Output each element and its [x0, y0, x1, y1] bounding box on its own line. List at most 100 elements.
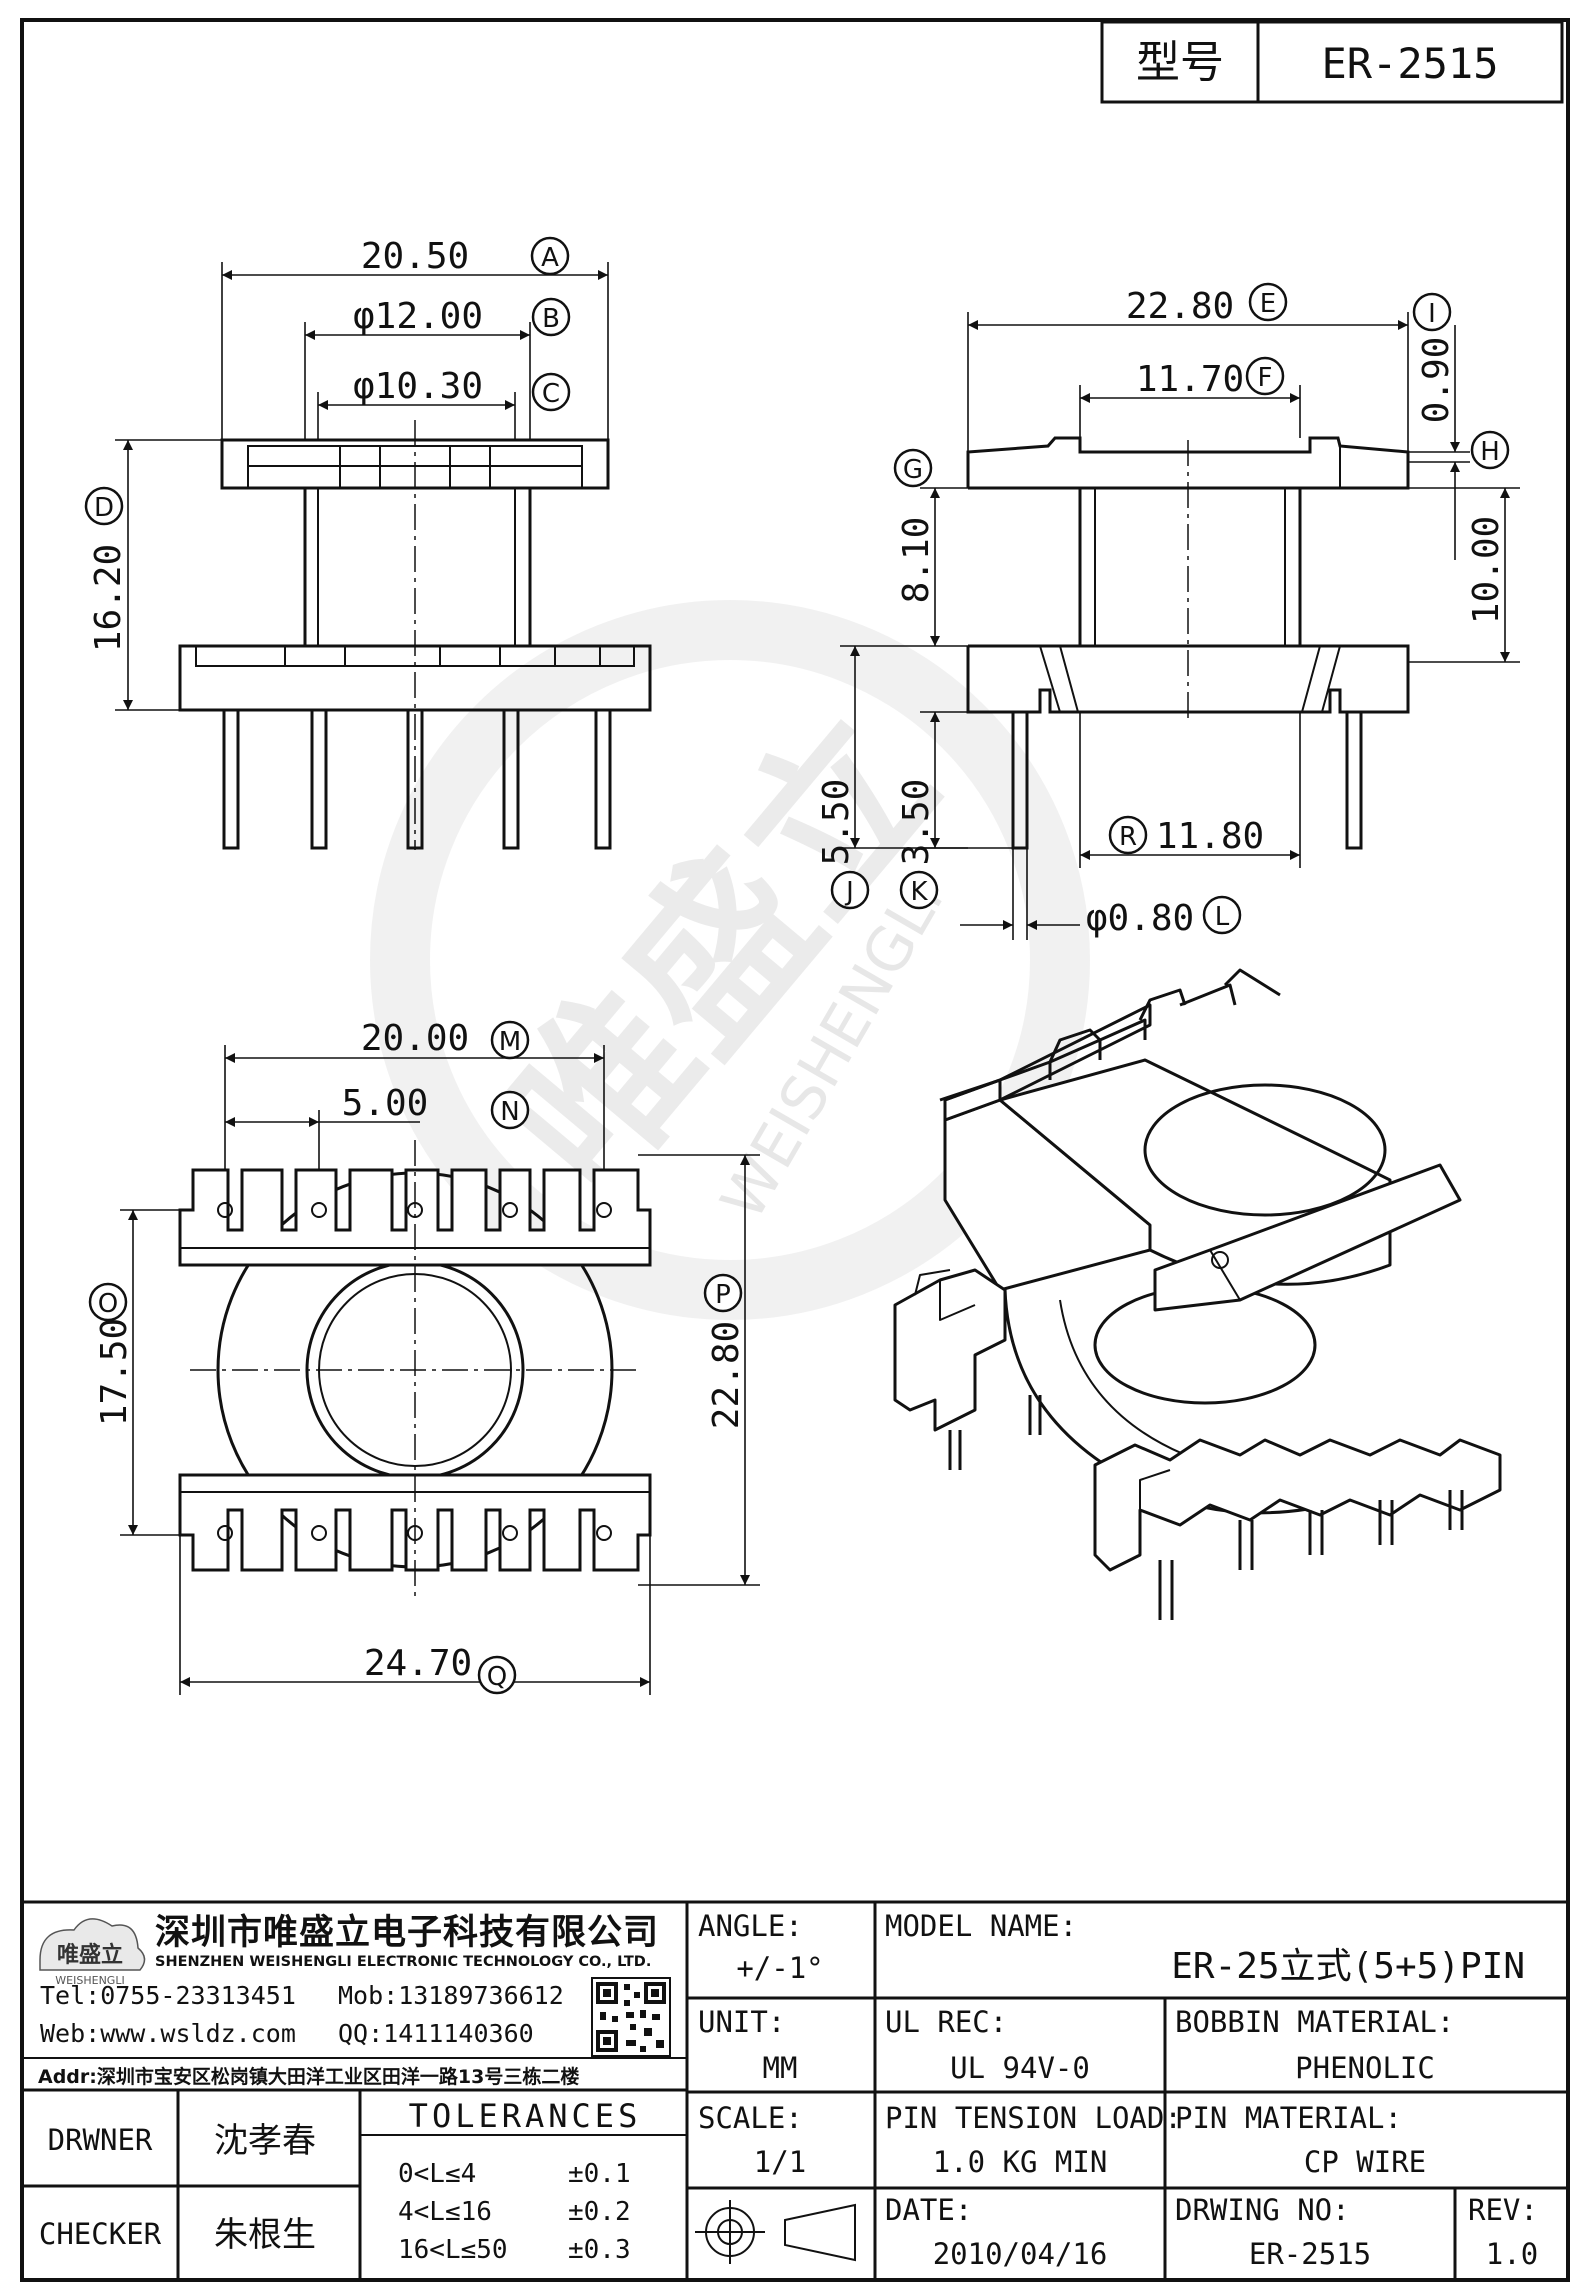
unit-label: UNIT: [698, 2005, 785, 2039]
unit-value: MM [763, 2051, 798, 2085]
bubble-h: H [1470, 430, 1510, 470]
bubble-m: M [490, 1020, 530, 1060]
svg-text:P: P [715, 1280, 731, 1310]
svg-text:A: A [541, 243, 559, 273]
dim-f-value: 11.70 [1136, 359, 1244, 400]
svg-text:R: R [1119, 822, 1137, 852]
date-value: 2010/04/16 [933, 2237, 1108, 2271]
checker-value: 朱根生 [214, 2215, 316, 2255]
model-name-value: ER-25立式(5+5)PIN [1171, 1946, 1525, 1987]
dim-n-value: 5.00 [342, 1083, 429, 1124]
tol3-value: ±0.3 [568, 2235, 631, 2265]
dim-c-value: φ10.30 [353, 366, 483, 407]
svg-text:G: G [903, 455, 923, 485]
dim-q-value: 24.70 [364, 1643, 472, 1684]
front-view: 20.50 φ12.00 φ10.30 16.20 [88, 236, 652, 850]
title-block: 唯盛立 WEISHENGLI 深圳市唯盛立电子科技有限公司 SHENZHEN W… [22, 1900, 1568, 2280]
model-header-value: ER-2515 [1321, 39, 1498, 88]
dim-p-value: 22.80 [706, 1321, 747, 1429]
drawer-label: DRWNER [48, 2123, 153, 2157]
svg-text:M: M [499, 1027, 521, 1057]
dim-g-value: 8.10 [896, 517, 937, 604]
top-view: 20.00 5.00 17.50 22.80 24.70 [94, 1018, 760, 1695]
date-label: DATE: [885, 2193, 972, 2227]
bobbin-material-value: PHENOLIC [1295, 2051, 1435, 2085]
company-name-en: SHENZHEN WEISHENGLI ELECTRONIC TECHNOLOG… [155, 1954, 651, 1970]
tol1-range: 0<L≤4 [398, 2159, 476, 2189]
dim-i-value: 0.90 [1416, 337, 1457, 424]
company-name-cn: 深圳市唯盛立电子科技有限公司 [155, 1913, 659, 1953]
bubble-d: D [84, 486, 124, 526]
dim-b-value: φ12.00 [353, 296, 483, 337]
angle-value: +/-1° [736, 1951, 823, 1985]
model-header-label: 型号 [1136, 37, 1224, 88]
bubble-r: R [1108, 815, 1148, 855]
drawing-no-label: DRWING NO: [1175, 2193, 1350, 2227]
scale-label: SCALE: [698, 2101, 803, 2135]
isometric-view [893, 968, 1502, 1620]
bubble-b: B [531, 297, 571, 337]
bubble-k: K [899, 870, 939, 910]
svg-text:K: K [910, 877, 928, 907]
svg-text:D: D [94, 493, 114, 523]
tolerances-title: TOLERANCES [409, 2097, 642, 2135]
third-angle-projection-icon [695, 2200, 856, 2264]
company-tel: Tel:0755-23313451 [40, 1981, 296, 2010]
ul-rec-label: UL REC: [885, 2005, 1007, 2039]
side-view: 22.80 11.70 8.10 0.90 10.00 5.50 3.50 [816, 286, 1520, 940]
company-qq: QQ:1411140360 [338, 2019, 534, 2048]
pin-material-value: CP WIRE [1304, 2145, 1426, 2179]
bubble-q: Q [477, 1655, 517, 1695]
svg-text:L: L [1215, 902, 1230, 932]
company-address: Addr:深圳市宝安区松岗镇大田洋工业区田洋一路13号三栋二楼 [38, 2065, 579, 2088]
svg-text:B: B [542, 304, 560, 334]
model-name-label: MODEL NAME: [885, 1909, 1077, 1943]
qr-code [591, 1977, 671, 2057]
ul-rec-value: UL 94V-0 [950, 2051, 1090, 2085]
tol2-value: ±0.2 [568, 2197, 631, 2227]
bubble-o: O [88, 1282, 128, 1322]
company-mob: Mob:13189736612 [338, 1981, 564, 2010]
logo-sub: WEISHENGLI [55, 1974, 124, 1987]
pin-tension-label: PIN TENSION LOAD: [885, 2101, 1182, 2135]
svg-text:O: O [98, 1289, 118, 1319]
bubble-n: N [490, 1090, 530, 1130]
dim-e-value: 22.80 [1126, 286, 1234, 327]
company-logo: 唯盛立 WEISHENGLI [39, 1918, 146, 1987]
bubble-g: G [893, 448, 933, 488]
dim-a-value: 20.50 [361, 236, 469, 277]
dim-h-value: 10.00 [1466, 516, 1507, 624]
bubble-f: F [1245, 356, 1285, 396]
dim-l-value: φ0.80 [1086, 898, 1194, 939]
logo-text: 唯盛立 [57, 1942, 123, 1968]
dimension-bubbles: A B C D E F G H I J K L R M N O P Q [84, 236, 1510, 1695]
svg-text:F: F [1258, 363, 1273, 393]
dim-m-value: 20.00 [361, 1018, 469, 1059]
scale-value: 1/1 [754, 2145, 806, 2179]
bubble-a: A [530, 236, 570, 276]
svg-text:E: E [1260, 289, 1276, 319]
drawing-no-value: ER-2515 [1249, 2237, 1371, 2271]
sheet-border [20, 18, 1570, 2282]
svg-text:Q: Q [487, 1662, 507, 1692]
svg-text:I: I [1428, 299, 1436, 329]
model-header: 型号 ER-2515 [1100, 20, 1564, 104]
dim-o-value: 17.50 [94, 1318, 135, 1426]
svg-text:N: N [500, 1097, 519, 1127]
angle-label: ANGLE: [698, 1909, 803, 1943]
dim-r-value: 11.80 [1156, 816, 1264, 857]
svg-text:C: C [542, 379, 560, 409]
bubble-j: J [830, 870, 870, 910]
bubble-c: C [531, 372, 571, 412]
tol1-value: ±0.1 [568, 2159, 631, 2189]
bubble-l: L [1202, 895, 1242, 935]
rev-label: REV: [1468, 2193, 1538, 2227]
dim-d-value: 16.20 [88, 544, 129, 652]
dim-k-value: 3.50 [896, 779, 937, 866]
drawer-value: 沈孝春 [214, 2121, 316, 2161]
svg-text:J: J [844, 877, 854, 907]
dim-j-value: 5.50 [816, 779, 857, 866]
bobbin-material-label: BOBBIN MATERIAL: [1175, 2005, 1454, 2039]
bubble-p: P [703, 1273, 743, 1313]
